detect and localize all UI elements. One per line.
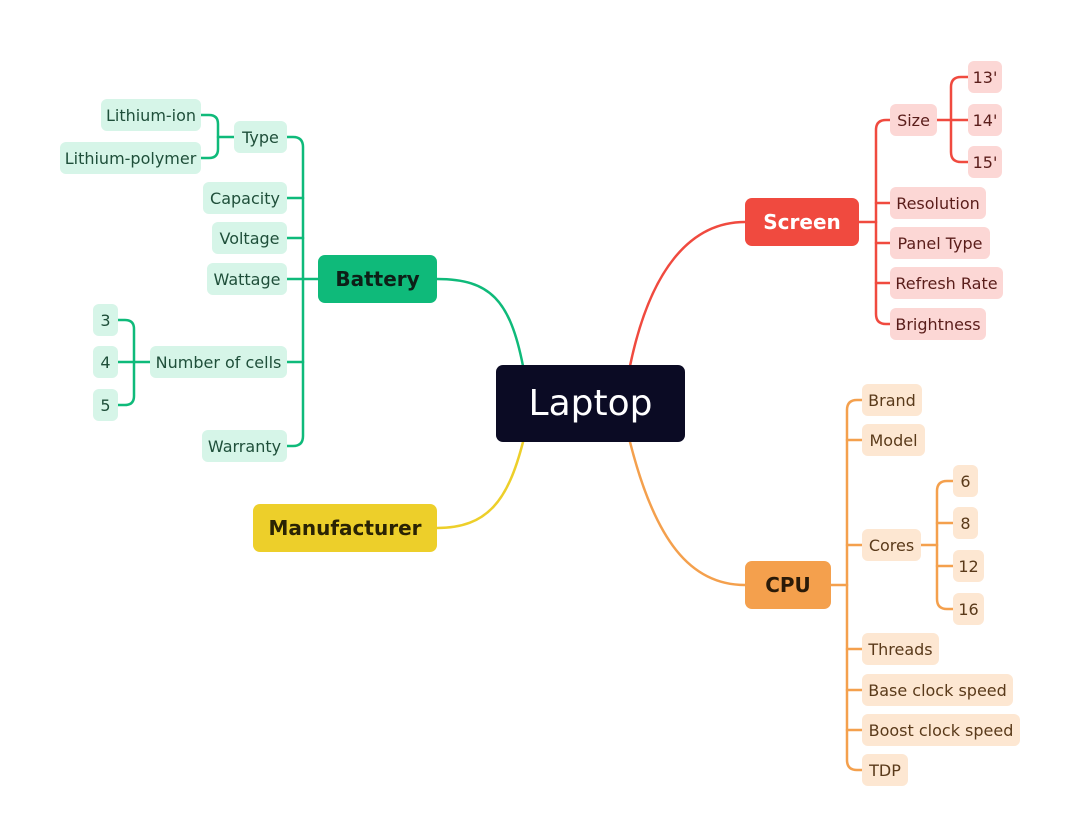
battery-cells-4[interactable]: 4 bbox=[93, 346, 118, 378]
connector-root-cpu bbox=[628, 440, 747, 587]
screen-size-13[interactable]: 13' bbox=[968, 61, 1002, 93]
cpu-cores-16[interactable]: 16 bbox=[953, 593, 984, 625]
connector-root-screen bbox=[628, 220, 747, 368]
branch-manufacturer[interactable]: Manufacturer bbox=[253, 504, 437, 552]
root-node-laptop[interactable]: Laptop bbox=[496, 365, 685, 442]
battery-cells-3[interactable]: 3 bbox=[93, 304, 118, 336]
battery-type[interactable]: Type bbox=[234, 121, 287, 153]
battery-number-of-cells[interactable]: Number of cells bbox=[150, 346, 287, 378]
battery-voltage[interactable]: Voltage bbox=[212, 222, 287, 254]
cpu-model[interactable]: Model bbox=[862, 424, 925, 456]
cpu-cores-6[interactable]: 6 bbox=[953, 465, 978, 497]
branch-battery[interactable]: Battery bbox=[318, 255, 437, 303]
cpu-brand[interactable]: Brand bbox=[862, 384, 922, 416]
connector-root-battery bbox=[435, 277, 525, 368]
screen-refresh-rate[interactable]: Refresh Rate bbox=[890, 267, 1003, 299]
screen-size[interactable]: Size bbox=[890, 104, 937, 136]
cpu-threads[interactable]: Threads bbox=[862, 633, 939, 665]
battery-wattage[interactable]: Wattage bbox=[207, 263, 287, 295]
cpu-cores-12[interactable]: 12 bbox=[953, 550, 984, 582]
screen-panel-type[interactable]: Panel Type bbox=[890, 227, 990, 259]
cpu-base-clock-speed[interactable]: Base clock speed bbox=[862, 674, 1013, 706]
screen-size-15[interactable]: 15' bbox=[968, 146, 1002, 178]
branch-screen[interactable]: Screen bbox=[745, 198, 859, 246]
screen-resolution[interactable]: Resolution bbox=[890, 187, 986, 219]
cpu-connectors bbox=[829, 398, 955, 772]
battery-cells-5[interactable]: 5 bbox=[93, 389, 118, 421]
screen-size-14[interactable]: 14' bbox=[968, 104, 1002, 136]
battery-capacity[interactable]: Capacity bbox=[203, 182, 287, 214]
battery-connectors bbox=[116, 113, 320, 448]
cpu-tdp[interactable]: TDP bbox=[862, 754, 908, 786]
cpu-cores-8[interactable]: 8 bbox=[953, 507, 978, 539]
cpu-cores[interactable]: Cores bbox=[862, 529, 921, 561]
branch-cpu[interactable]: CPU bbox=[745, 561, 831, 609]
battery-type-lithium-ion[interactable]: Lithium-ion bbox=[101, 99, 201, 131]
screen-connectors bbox=[857, 75, 970, 326]
battery-type-lithium-polymer[interactable]: Lithium-polymer bbox=[60, 142, 201, 174]
connector-root-manufacturer bbox=[435, 440, 525, 530]
screen-brightness[interactable]: Brightness bbox=[890, 308, 986, 340]
cpu-boost-clock-speed[interactable]: Boost clock speed bbox=[862, 714, 1020, 746]
battery-warranty[interactable]: Warranty bbox=[202, 430, 287, 462]
